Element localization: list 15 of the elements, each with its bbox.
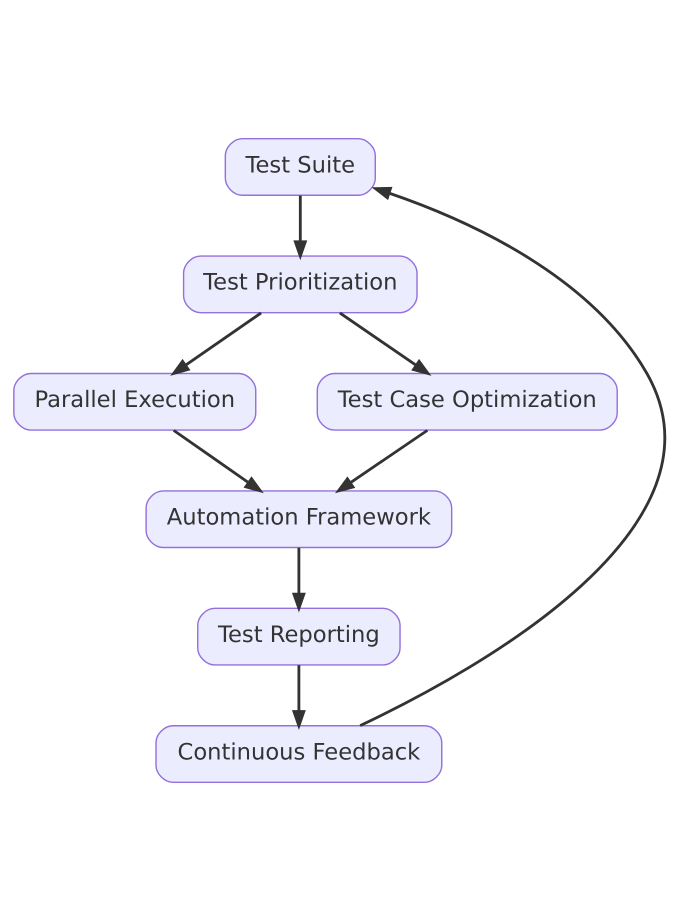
node-box: Test Reporting (197, 607, 401, 666)
arrow (293, 195, 308, 260)
node-box: Test Prioritization (182, 254, 418, 313)
arrow (292, 547, 306, 612)
arrow (172, 428, 264, 493)
arrow (170, 311, 262, 376)
arrow (292, 664, 306, 730)
node-box: Continuous Feedback (155, 724, 442, 783)
node-box: Automation Framework (145, 490, 452, 548)
arrow (334, 428, 428, 493)
arrow (339, 311, 432, 376)
node-box: Test Case Optimization (316, 372, 618, 430)
arrow (360, 186, 666, 726)
node-box: Parallel Execution (13, 372, 256, 430)
node-box: Test Suite (224, 137, 376, 196)
